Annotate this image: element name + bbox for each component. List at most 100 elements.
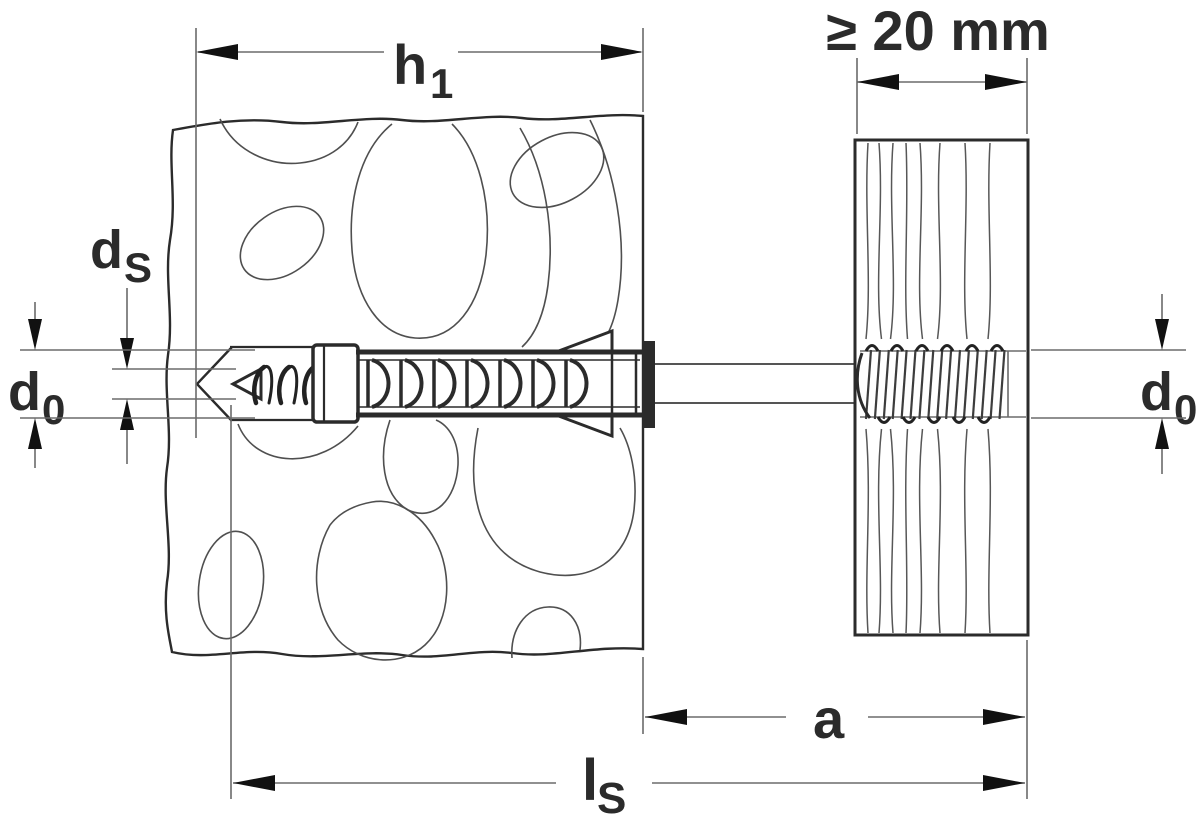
thread-crest-top <box>964 344 980 352</box>
a-arrow-right <box>983 709 1025 725</box>
a-arrow-left <box>645 709 687 725</box>
d0r-arrow-down <box>1155 319 1169 350</box>
label-d0-right: d <box>1140 362 1173 422</box>
thread-crest-bottom <box>926 416 942 424</box>
grain-line <box>905 428 909 634</box>
d0r-arrow-up <box>1155 418 1169 449</box>
dimension-ds: d S <box>90 220 236 464</box>
thread-crests <box>864 344 1005 424</box>
pore <box>237 423 359 460</box>
label-h1-sub: 1 <box>430 60 453 107</box>
thread-hatch-line <box>909 349 917 420</box>
thread-hatch-line <box>962 349 970 420</box>
thread-crest-top <box>914 344 930 352</box>
thread-hatch-line <box>989 349 997 420</box>
dimension-ls: l S <box>230 405 1025 815</box>
plug-expansion-fins <box>366 358 589 409</box>
ds-arrow-down <box>120 338 134 369</box>
label-d0-left-sub: 0 <box>42 386 65 433</box>
fin-arc <box>536 358 556 409</box>
thread-hatch-line <box>945 349 953 420</box>
thread-hatch-line <box>864 349 873 420</box>
drill-hole-cone <box>195 346 233 422</box>
label-d0-left: d <box>8 362 41 422</box>
thread-crest-bottom <box>901 416 917 424</box>
anchor-plug <box>311 328 655 439</box>
label-ds-sub: S <box>124 244 152 291</box>
label-ds: d <box>90 220 123 280</box>
grain-line <box>877 142 883 340</box>
helix-turn-back <box>262 364 274 405</box>
grain-line <box>963 142 968 340</box>
pore <box>511 606 582 659</box>
grain-line <box>936 428 942 634</box>
thread-lead <box>855 352 872 419</box>
fin-arc <box>569 358 589 409</box>
thread-hatch-line <box>900 349 908 420</box>
dimension-d0-right: d 0 <box>1031 294 1197 474</box>
grain-line <box>889 142 895 340</box>
pore <box>315 500 448 661</box>
pore <box>219 118 359 165</box>
ds-arrow-up <box>120 399 134 430</box>
pore <box>197 530 265 640</box>
grain-line <box>987 428 992 634</box>
thread-hatch-line <box>882 349 890 420</box>
thread-hatch-line <box>998 349 1006 420</box>
fin-arc <box>437 358 457 409</box>
wood-grain <box>865 142 992 634</box>
fin-arc <box>503 358 523 409</box>
grain-line <box>936 142 942 340</box>
grain-line <box>905 142 909 340</box>
label-d0-right-sub: 0 <box>1174 386 1197 433</box>
dimension-d0-left: d 0 <box>8 302 255 468</box>
grain-line <box>877 428 883 634</box>
wooden-board <box>853 138 1030 637</box>
plug-collar <box>642 341 655 428</box>
thread-hatch-line <box>918 349 926 420</box>
grain-line <box>918 428 924 634</box>
label-ls: l <box>582 748 598 813</box>
helix-turn-back <box>287 364 299 405</box>
dimension-board-thickness: ≥ 20 mm <box>826 0 1050 134</box>
wall-outline <box>164 113 645 658</box>
thread-hatch-line <box>980 349 988 420</box>
grain-line <box>889 428 895 634</box>
thread-crest-bottom <box>976 416 992 424</box>
grain-line <box>865 428 870 634</box>
helix-turn-front <box>277 364 292 406</box>
ls-arrow-left <box>233 775 275 791</box>
thread-hatch-line <box>971 349 979 420</box>
b20-arrow-right <box>985 74 1027 90</box>
thread-crest-top <box>989 344 1005 352</box>
pore <box>350 123 489 339</box>
thread-crest-top <box>939 344 955 352</box>
thread-crest-top <box>889 344 905 352</box>
ls-arrow-right <box>983 775 1025 791</box>
pore <box>472 427 636 577</box>
label-min-thickness: ≥ 20 mm <box>826 0 1050 62</box>
grain-line <box>987 142 992 340</box>
thread-hatch-line <box>873 349 881 420</box>
screw-thread-in-board <box>864 349 1006 420</box>
d0l-arrow-up <box>28 418 42 449</box>
b20-arrow-left <box>857 74 899 90</box>
thread-hatch-line <box>891 349 899 420</box>
grain-line <box>918 142 924 340</box>
grain-line <box>865 142 870 340</box>
h1-arrow-right <box>601 44 643 60</box>
label-h1: h <box>393 33 427 96</box>
thread-crest-bottom <box>876 416 892 424</box>
drill-hole <box>195 345 314 422</box>
thread-crest-top <box>864 344 880 352</box>
helix-turn-front <box>252 364 267 406</box>
grain-line <box>963 428 968 634</box>
plug-front-sleeve <box>311 343 360 424</box>
wall-section <box>164 113 645 661</box>
fin-arc <box>371 358 391 409</box>
thread-crest-bottom <box>951 416 967 424</box>
thread-hatch-line <box>953 349 962 420</box>
pore <box>382 419 459 515</box>
